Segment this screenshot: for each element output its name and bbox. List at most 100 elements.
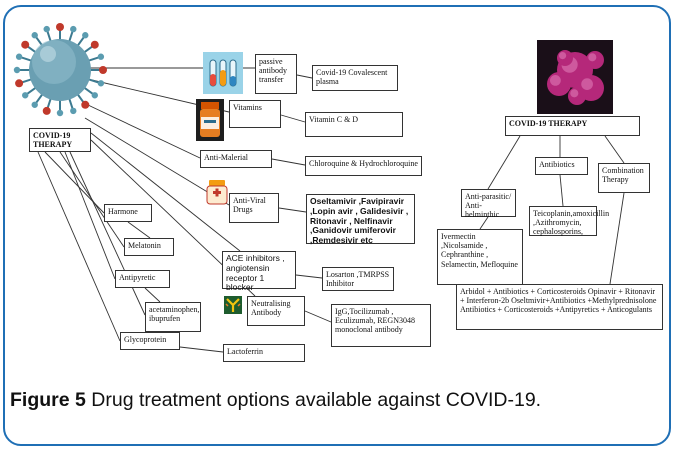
left-root-label: COVID-19 THERAPY [33, 131, 73, 150]
cluster-highlight [570, 89, 579, 98]
virus-spike-tip [42, 106, 51, 115]
connector-line [487, 135, 521, 190]
node-ivermectin-label: Ivermectin ,Nicolsamide , Cephranthine ,… [441, 232, 518, 269]
node-antibiotics: Antibiotics [535, 157, 588, 175]
virus-spike-tip [15, 53, 23, 60]
node-ivermectin: Ivermectin ,Nicolsamide , Cephranthine ,… [437, 229, 523, 285]
right-root-label: COVID-19 THERAPY [509, 119, 588, 128]
node-combination-label: Combination Therapy [602, 166, 644, 185]
virus-spike-tip [56, 109, 64, 117]
virus-spike-tip [70, 107, 77, 115]
node-passive-antibody: passive antibody transfer [255, 54, 297, 94]
node-antimalerial: Anti-Malerial [200, 150, 272, 168]
virus-spike-tip [81, 100, 90, 109]
figure-caption: Figure 5 Drug treatment options availabl… [10, 389, 670, 412]
connector-line [296, 74, 313, 79]
connector-line [479, 216, 489, 230]
virus-spike-tip [97, 80, 105, 87]
node-acetaminophen: acetaminophen, ibuprufen [145, 302, 201, 332]
node-antiviral: Anti-Viral Drugs [229, 193, 279, 223]
node-vitamins-label: Vitamins [233, 103, 262, 112]
cluster-highlight [559, 52, 567, 60]
connector-line [69, 151, 146, 316]
connector-line [87, 104, 201, 159]
node-glycoprotein: Glycoprotein [120, 332, 180, 350]
node-plasma-label: Covid-19 Covalescent plasma [316, 68, 388, 87]
node-melatonin: Melatonin [124, 238, 174, 256]
pill-bottle-icon [206, 180, 228, 205]
node-glycoprotein-label: Glycoprotein [124, 335, 167, 344]
virus-spike-tip [91, 92, 98, 99]
node-losartan: Losarton ,TMRPSS Inhibitor [322, 267, 394, 291]
connector-line [609, 192, 625, 285]
node-chloroquine: Chloroquine & Hydrochloroquine [305, 156, 422, 176]
cluster-highlight [550, 75, 561, 86]
node-acetaminophen-label: acetaminophen, ibuprufen [149, 305, 200, 324]
connector-line [559, 174, 564, 207]
node-plasma: Covid-19 Covalescent plasma [312, 65, 398, 91]
node-igg-label: IgG,Tocilizumab , Eculizumab, REGN3048 m… [335, 307, 415, 335]
virus-spike-tip [22, 92, 29, 99]
virus-spike-tip [21, 40, 30, 49]
node-losartan-label: Losarton ,TMRPSS Inhibitor [326, 270, 390, 289]
node-ace-label: ACE inhibitors , angiotensin receptor 1 … [226, 253, 285, 293]
caption-label: Figure 5 [10, 389, 86, 411]
node-vitamins: Vitamins [229, 100, 281, 128]
virus-icon [13, 23, 107, 117]
node-antimalerial-label: Anti-Malerial [204, 153, 248, 162]
node-neutralising: Neutralising Antibody [247, 296, 305, 326]
node-teicoplanin: Teicoplanin,amoxicillin ,Azithromycin, c… [529, 206, 609, 236]
node-antipyretic-label: Antipyretic [119, 273, 156, 282]
node-antiviral-list-label: Oseltamivir ,Favipiravir ,Lopin avir , G… [310, 196, 409, 246]
right-root-node: COVID-19 THERAPY [505, 116, 640, 136]
node-chloroquine-label: Chloroquine & Hydrochloroquine [309, 159, 418, 168]
connector-line [179, 346, 224, 353]
connector-line [271, 158, 306, 166]
virus-spike-tip [31, 101, 38, 108]
virus-spike-tip [82, 32, 89, 39]
connector-line [280, 114, 306, 123]
node-antiparasitic-label: Anti-parasitic/ Anti-helminthic [465, 192, 512, 220]
node-antiparasitic: Anti-parasitic/ Anti-helminthic [461, 189, 516, 220]
connector-line [144, 287, 161, 303]
virus-spike-tip [99, 66, 107, 74]
node-combination: Combination Therapy [598, 163, 650, 193]
node-harmone: Harmone [104, 204, 152, 222]
virus-spike-tip [13, 66, 21, 74]
connector-line [90, 132, 241, 252]
connector-line [295, 274, 323, 279]
virus-spike-tip [43, 25, 50, 33]
vitamin-bottle-icon [196, 99, 224, 141]
cluster-highlight [581, 78, 593, 90]
node-antiviral-list: Oseltamivir ,Favipiravir ,Lopin avir , G… [306, 194, 415, 246]
node-teicoplanin-label: Teicoplanin,amoxicillin ,Azithromycin, c… [533, 209, 610, 237]
cluster-highlight [588, 53, 597, 62]
connector-line [84, 117, 230, 206]
node-melatonin-label: Melatonin [128, 241, 161, 250]
virus-spike-tip [56, 23, 64, 31]
virus-spike-tip [90, 40, 99, 49]
node-combination-list-label: Arbidol + Antibiotics + Corticosteroids … [460, 287, 657, 315]
virus-spike-tip [97, 53, 105, 60]
connector-line [37, 151, 121, 342]
node-antipyretic: Antipyretic [115, 270, 170, 288]
connector-line [64, 151, 116, 280]
node-lactoferrin-label: Lactoferrin [227, 347, 263, 356]
node-combination-list: Arbidol + Antibiotics + Corticosteroids … [456, 284, 663, 330]
virus-spike-tip [70, 25, 77, 33]
connector-line [127, 221, 151, 239]
antibody-icon [224, 296, 242, 314]
connector-line [304, 310, 332, 323]
node-antiviral-label: Anti-Viral Drugs [233, 196, 266, 215]
left-root-node: COVID-19 THERAPY [29, 128, 91, 152]
node-passive-label: passive antibody transfer [259, 57, 287, 85]
connector-line [278, 207, 307, 213]
virus-spike-tip [31, 32, 38, 39]
node-vitamin-cd-label: Vitamin C & D [309, 115, 359, 124]
node-ace-inhibitors: ACE inhibitors , angiotensin receptor 1 … [222, 251, 296, 293]
node-antibiotics-label: Antibiotics [539, 160, 575, 169]
test-tubes-icon [203, 52, 243, 94]
connector-line [604, 135, 625, 164]
node-harmone-label: Harmone [108, 207, 138, 216]
node-igg: IgG,Tocilizumab , Eculizumab, REGN3048 m… [331, 304, 431, 347]
